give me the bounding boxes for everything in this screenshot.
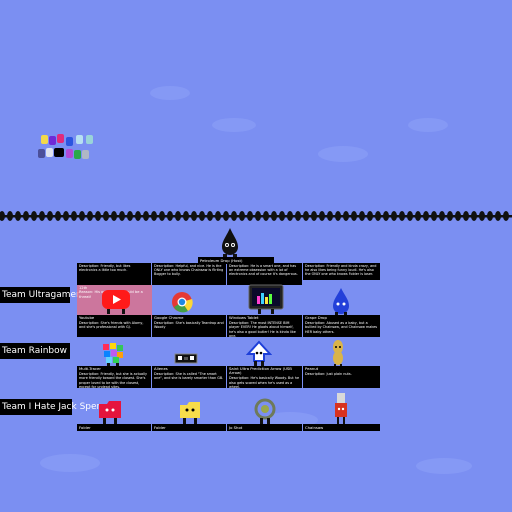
cloud: [150, 86, 190, 100]
cloud: [40, 454, 100, 472]
character-name: Youtube: [79, 315, 95, 320]
small-character: [74, 150, 81, 159]
character-card-youtube: Youtube Description: She's friends with …: [77, 315, 151, 337]
cloud: [318, 146, 368, 162]
multi-tracer-icon: [103, 343, 123, 368]
small-character: [82, 150, 89, 159]
cloud: [416, 458, 472, 474]
jo-shot-icon: [254, 398, 276, 424]
youtube-icon: [102, 290, 130, 314]
character-description: Description: The most INTENSE BIM player…: [229, 321, 296, 337]
windows-tablet-icon: [248, 284, 284, 314]
small-character: [54, 148, 64, 157]
character-name-folder: Folder: [77, 424, 151, 431]
character-card-google-chrome: Google Chrome Description: She's basical…: [152, 315, 226, 337]
host-label: Petroleum Drop (Host): [198, 257, 274, 264]
character-name: Alienes: [154, 366, 168, 371]
cloud: [212, 118, 256, 132]
cloud: [408, 118, 448, 132]
character-name: Grape Drop: [305, 315, 327, 320]
peanut-icon: [333, 340, 343, 369]
character-name: Saint Ultra Prediction Arrow (USB Arrow): [229, 366, 292, 376]
character-description: Description: She's friends with Alomy, a…: [79, 321, 144, 330]
character-card-windows-tablet: Windows Tablet Description: The most INT…: [227, 315, 302, 337]
alienes-icon: [174, 353, 198, 364]
grape-drop-icon: [333, 288, 349, 315]
character-description: Description: Abused as a baby, but a bul…: [305, 321, 378, 334]
character-name: Google Chrome: [154, 315, 184, 320]
small-character: [46, 148, 53, 157]
description-card: Description: Friendly and kinda crazy, a…: [303, 263, 380, 280]
character-description: Description: She's basically Teardrop an…: [154, 321, 224, 330]
google-chrome-icon: [172, 292, 193, 313]
team-label-ultragamer: Team Ultragamer: [0, 287, 80, 303]
character-description: Description: He's basically Woody. But h…: [229, 376, 300, 388]
character-description: Description: She is called "The smart on…: [154, 372, 224, 381]
team-label-i-hate-jack-spero: Team I Hate Jack Spero: [0, 399, 106, 415]
small-character: [41, 135, 48, 144]
folder-red-icon: [99, 401, 121, 424]
character-name: Peanut: [305, 366, 319, 371]
character-name: Windows Tablet: [229, 315, 259, 320]
character-name-folder: Folder: [152, 424, 226, 431]
character-description: Description: Friendly, but she is actual…: [79, 372, 148, 388]
character-card-alienes: Alienes Description: She is called "The …: [152, 366, 226, 388]
character-name-jo-shot: Jo Shot: [227, 424, 302, 431]
team-label-rainbow: Team Rainbow: [0, 343, 70, 359]
note-title: 12th: [79, 286, 88, 290]
small-character: [76, 135, 83, 144]
character-cluster: [38, 132, 102, 162]
description-card: Description: He is a smart one, and has …: [227, 263, 302, 285]
barbed-wire: [0, 211, 512, 221]
usb-arrow-icon: [246, 340, 272, 366]
character-name-chainsaw: Chainsaw: [303, 424, 380, 431]
character-description: Description: Just plain nuts.: [305, 372, 352, 377]
description-card: Description: Friendly, but likes electro…: [77, 263, 151, 285]
small-character: [66, 149, 73, 158]
folder-yellow-icon: [180, 402, 200, 425]
small-character: [57, 134, 64, 143]
character-card-peanut: Peanut Description: Just plain nuts.: [303, 366, 380, 388]
small-character: [49, 136, 56, 145]
character-card-multi-tracer: Multi-Tracer Description: Friendly, but …: [77, 366, 151, 388]
character-card-grape-drop: Grape Drop Description: Abused as a baby…: [303, 315, 380, 337]
chainsaw-icon: [335, 393, 347, 424]
character-card-usb-arrow: Saint Ultra Prediction Arrow (USB Arrow)…: [227, 366, 302, 388]
small-character: [66, 137, 73, 146]
character-name: Multi-Tracer: [79, 366, 101, 371]
petroleum-drop-host-icon: [222, 228, 238, 257]
small-character: [38, 149, 45, 158]
small-character: [86, 135, 93, 144]
description-card: Description: Helpful, and nice. He is th…: [152, 263, 226, 285]
